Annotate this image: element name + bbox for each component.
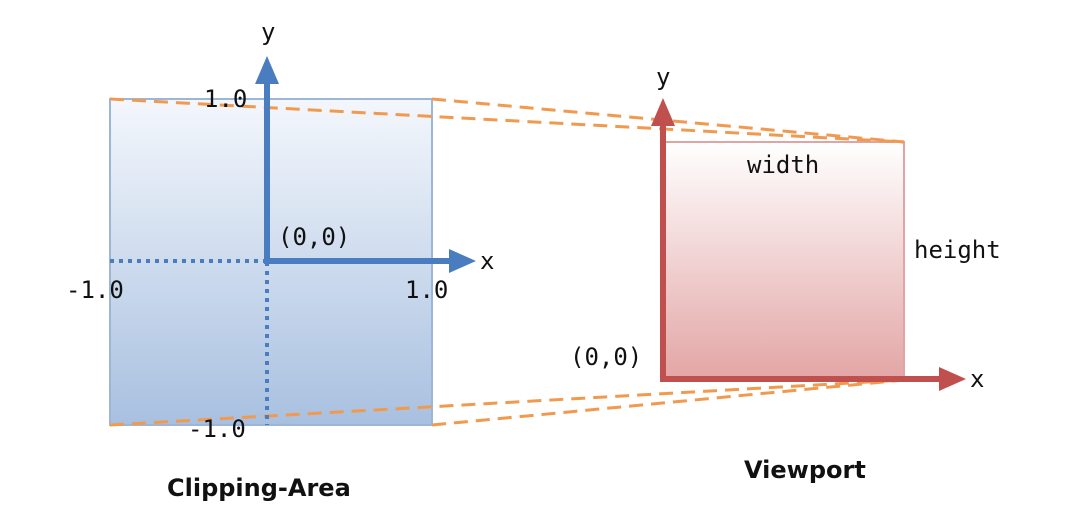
viewport-height-label: height: [914, 236, 1001, 264]
viewport-y-arrowhead: [651, 98, 675, 126]
clipping-negative-axes: [110, 259, 269, 425]
viewport-box: [663, 141, 905, 381]
projection-line-top-right: [431, 97, 905, 144]
projection-lines: [109, 97, 905, 427]
clipping-bottom-label: -1.0: [188, 415, 246, 443]
viewport-origin-label: (0,0): [570, 343, 642, 371]
viewport-x-axis-label: x: [970, 365, 984, 393]
viewport-caption: Viewport: [744, 456, 866, 484]
clipping-left-label: -1.0: [66, 276, 124, 304]
projection-line-bottom-left: [109, 378, 905, 427]
clipping-top-label: 1.0: [204, 85, 247, 113]
viewport-y-axis-label: y: [656, 63, 670, 91]
viewport-x-arrowhead: [939, 367, 966, 391]
clipping-y-axis-label: y: [261, 18, 275, 46]
clipping-right-label: 1.0: [405, 276, 448, 304]
viewport-width-label: width: [747, 151, 819, 179]
projection-line-bottom-right: [431, 378, 905, 427]
projection-line-top-left: [109, 97, 905, 144]
clipping-x-axis-label: x: [480, 247, 494, 275]
clipping-origin-label: (0,0): [278, 223, 350, 251]
clipping-y-arrowhead: [255, 56, 279, 84]
clipping-area-caption: Clipping-Area: [167, 474, 351, 502]
clipping-x-arrowhead: [449, 249, 476, 273]
